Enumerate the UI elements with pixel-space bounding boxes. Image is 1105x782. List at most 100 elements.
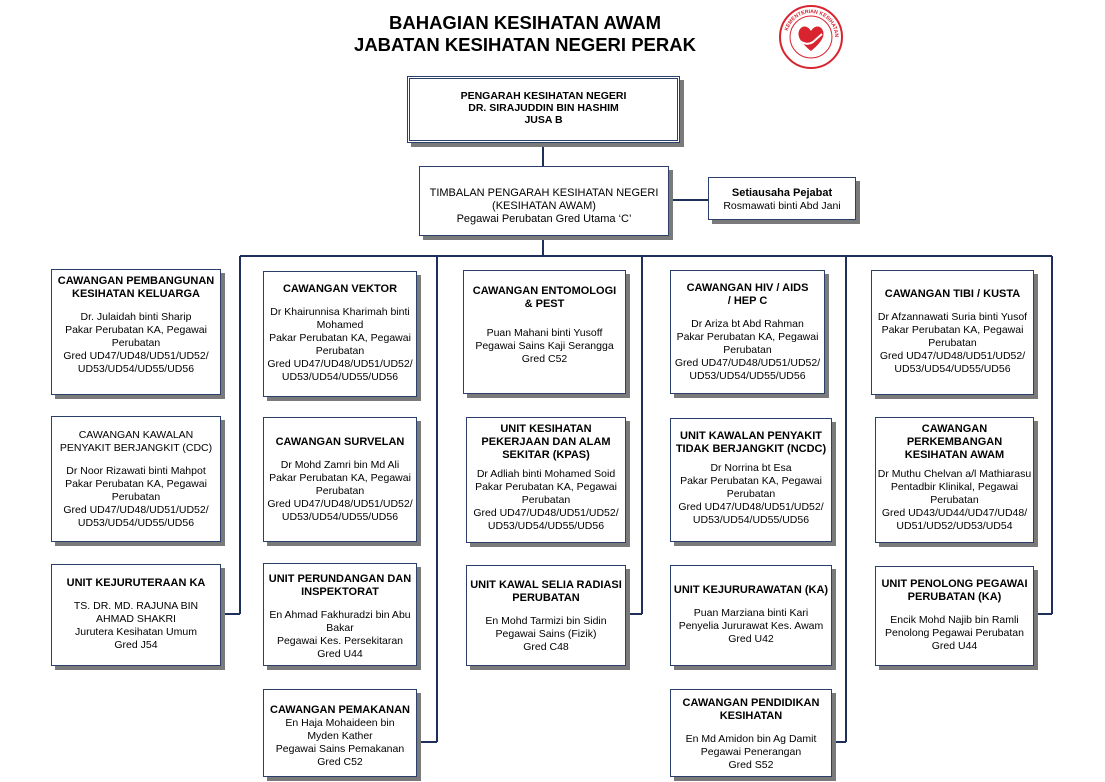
unit-detail-line: UD53/UD54/UD55/UD56 (281, 371, 399, 383)
unit-title-line: CAWANGAN PENDIDIKAN (682, 697, 820, 709)
unit-detail-line: Gred UD47/UD48/UD51/UD52/ (267, 498, 413, 510)
unit-box-health-education: CAWANGAN PENDIDIKAN KESIHATAN En Md Amid… (670, 689, 832, 777)
unit-title-line: KESIHATAN (719, 710, 783, 722)
unit-box-family-health: CAWANGAN PEMBANGUNAN KESIHATAN KELUARGA … (51, 269, 221, 395)
unit-detail-line: Dr Norrina bt Esa (710, 462, 792, 474)
unit-title-line: CAWANGAN TIBI / KUSTA (884, 288, 1021, 300)
unit-detail-line: Dr. Julaidah binti Sharip (80, 311, 192, 323)
unit-detail-line: UD53/UD54/UD55/UD56 (894, 363, 1011, 375)
unit-detail-line: Gred S52 (728, 759, 774, 771)
unit-detail-line: Pegawai Penerangan (700, 746, 802, 758)
unit-title-line: CAWANGAN ENTOMOLOGI (472, 285, 617, 297)
unit-box-vector: CAWANGAN VEKTOR Dr Khairunnisa Kharimah … (263, 271, 417, 397)
unit-title-line: CAWANGAN SURVELAN (275, 436, 405, 448)
unit-title-line: CAWANGAN VEKTOR (282, 283, 398, 295)
director-name: DR. SIRAJUDDIN BIN HASHIM (468, 102, 619, 114)
unit-detail-line: UD53/UD54/UD55/UD56 (77, 363, 195, 375)
deputy-grade: Pegawai Perubatan Gred Utama ‘C’ (456, 213, 632, 225)
unit-detail-line: Perubatan (723, 344, 772, 356)
unit-box-nutrition: CAWANGAN PEMAKANAN En Haja Mohaideen bin… (263, 689, 417, 777)
unit-detail-line: Pakar Perubatan KA, Pegawai (881, 324, 1024, 336)
unit-detail-line: Perubatan (111, 337, 161, 349)
unit-box-entomology: CAWANGAN ENTOMOLOGI & PEST Puan Mahani b… (463, 270, 626, 394)
page-title: BAHAGIAN KESIHATAN AWAM JABATAN KESIHATA… (330, 12, 720, 56)
unit-detail-line: Gred J54 (114, 639, 158, 651)
unit-detail-line: UD53/UD54/UD55/UD56 (487, 520, 605, 532)
unit-detail-line: Jurutera Kesihatan Umum (75, 626, 197, 638)
unit-box-ncdc: UNIT KAWALAN PENYAKIT TIDAK BERJANGKIT (… (670, 418, 832, 542)
unit-box-cdc: CAWANGAN KAWALAN PENYAKIT BERJANGKIT (CD… (51, 416, 221, 542)
unit-box-hiv: CAWANGAN HIV / AIDS / HEP C Dr Ariza bt … (670, 270, 825, 394)
unit-title-line: CAWANGAN HIV / AIDS (686, 282, 809, 294)
unit-detail-line: Myden Kather (307, 730, 373, 742)
unit-detail-line: Perubatan (521, 494, 571, 506)
unit-box-nursing: UNIT KEJURURAWATAN (KA) Puan Marziana bi… (670, 565, 832, 666)
unit-detail-line: TS. DR. MD. RAJUNA BIN (73, 600, 199, 612)
unit-box-kpas: UNIT KESIHATAN PEKERJAAN DAN ALAM SEKITA… (466, 417, 626, 543)
unit-detail-line: Pegawai Sains (Fizik) (495, 628, 597, 640)
unit-detail-line: UD53/UD54/UD55/UD56 (692, 514, 810, 526)
unit-title-line: / HEP C (727, 295, 768, 307)
unit-detail-line: Pakar Perubatan KA, Pegawai (680, 475, 822, 487)
unit-detail-line: Perubatan (726, 488, 776, 500)
unit-detail-line: Gred UD47/UD48/UD51/UD52/ (63, 350, 209, 362)
unit-detail-line: Gred UD43/UD44/UD47/UD48/ (881, 507, 1028, 519)
unit-box-assistant-medical-officer: UNIT PENOLONG PEGAWAI PERUBATAN (KA) Enc… (875, 566, 1034, 666)
director-title: PENGARAH KESIHATAN NEGERI (460, 90, 627, 102)
unit-detail-line: Pakar Perubatan KA, Pegawai (269, 472, 411, 484)
unit-detail-line: Pentadbir Klinikal, Pegawai (890, 481, 1019, 493)
unit-detail-line: Gred UD47/UD48/UD51/UD52/ (678, 501, 824, 513)
unit-detail-line: Penolong Pegawai Perubatan (885, 627, 1024, 639)
unit-detail-line: AHMAD SHAKRI (96, 613, 176, 625)
unit-detail-line: Gred UD47/UD48/UD51/UD52/ (473, 507, 619, 519)
unit-title-line: CAWANGAN KAWALAN (78, 429, 194, 441)
unit-title-line: UNIT KESIHATAN (500, 423, 592, 435)
ministry-logo: KEMENTERIAN KESIHATAN MALAYSIA (778, 4, 843, 69)
unit-detail-line: Dr Muthu Chelvan a/l Mathiarasu (877, 468, 1032, 480)
unit-title-line: CAWANGAN PEMAKANAN (270, 704, 410, 716)
unit-detail-line: Pakar Perubatan KA, Pegawai (65, 478, 207, 490)
unit-detail-line: Dr Ariza bt Abd Rahman (691, 318, 804, 330)
unit-detail-line: Pegawai Sains Pemakanan (275, 743, 405, 755)
unit-detail-line: Perubatan (315, 345, 365, 357)
unit-title-line: CAWANGAN PEMBANGUNAN (57, 275, 215, 287)
unit-box-legislation: UNIT PERUNDANGAN DAN INSPEKTORAT En Ahma… (263, 563, 417, 666)
unit-title-line: UNIT PERUNDANGAN DAN (268, 573, 412, 585)
unit-title-line: & PEST (524, 298, 565, 310)
unit-detail-line: Perubatan (111, 491, 161, 503)
unit-detail-line: Pakar Perubatan KA, Pegawai (65, 324, 207, 336)
unit-detail-line: Gred U44 (317, 648, 363, 660)
title-line-2: JABATAN KESIHATAN NEGERI PERAK (354, 34, 696, 55)
unit-detail-line: Pakar Perubatan KA, Pegawai (269, 332, 411, 344)
unit-detail-line: Pakar Perubatan KA, Pegawai (475, 481, 617, 493)
unit-title-line: UNIT KAWALAN PENYAKIT (680, 430, 822, 442)
unit-title-line: UNIT KEJURURAWATAN (KA) (673, 584, 829, 596)
unit-detail-line: Gred U44 (931, 640, 978, 652)
unit-detail-line: Gred UD47/UD48/UD51/UD52/ (267, 358, 413, 370)
unit-detail-line: UD51/UD52/UD53/UD54 (896, 520, 1013, 532)
unit-detail-line: En Mohd Tarmizi bin Sidin (485, 615, 607, 627)
unit-title-line: PERUBATAN (512, 592, 580, 604)
unit-detail-line: Pegawai Kes. Persekitaran (276, 635, 404, 647)
unit-title-line: KESIHATAN KELUARGA (72, 288, 200, 300)
unit-box-radiation: UNIT KAWAL SELIA RADIASI PERUBATAN En Mo… (466, 565, 626, 666)
unit-box-engineering: UNIT KEJURUTERAAN KA TS. DR. MD. RAJUNA … (51, 564, 221, 666)
unit-detail-line: Gred U42 (728, 633, 774, 645)
unit-detail-line: Gred UD47/UD48/UD51/UD52/ (674, 357, 821, 369)
unit-title-line: PEKERJAAN DAN ALAM (481, 436, 611, 448)
director-box: PENGARAH KESIHATAN NEGERI DR. SIRAJUDDIN… (407, 76, 680, 143)
unit-title-line: CAWANGAN (921, 423, 988, 435)
unit-detail-line: Pakar Perubatan KA, Pegawai (676, 331, 819, 343)
deputy-subtitle: (KESIHATAN AWAM) (492, 200, 596, 212)
unit-detail-line: UD53/UD54/UD55/UD56 (77, 517, 195, 529)
unit-detail-line: Dr Khairunnisa Kharimah binti (270, 306, 410, 318)
unit-title-line: PERKEMBANGAN (906, 436, 1003, 448)
unit-detail-line: Perubatan (928, 337, 977, 349)
unit-title-line: UNIT PENOLONG PEGAWAI (881, 578, 1028, 590)
unit-detail-line: Puan Mahani binti Yusoff (486, 327, 603, 339)
unit-detail-line: Mohamed (316, 319, 364, 331)
unit-detail-line: Dr Adliah binti Mohamed Soid (476, 468, 616, 480)
unit-detail-line: En Ahmad Fakhuradzi bin Abu (269, 609, 411, 621)
secretary-box: Setiausaha Pejabat Rosmawati binti Abd J… (708, 177, 856, 220)
